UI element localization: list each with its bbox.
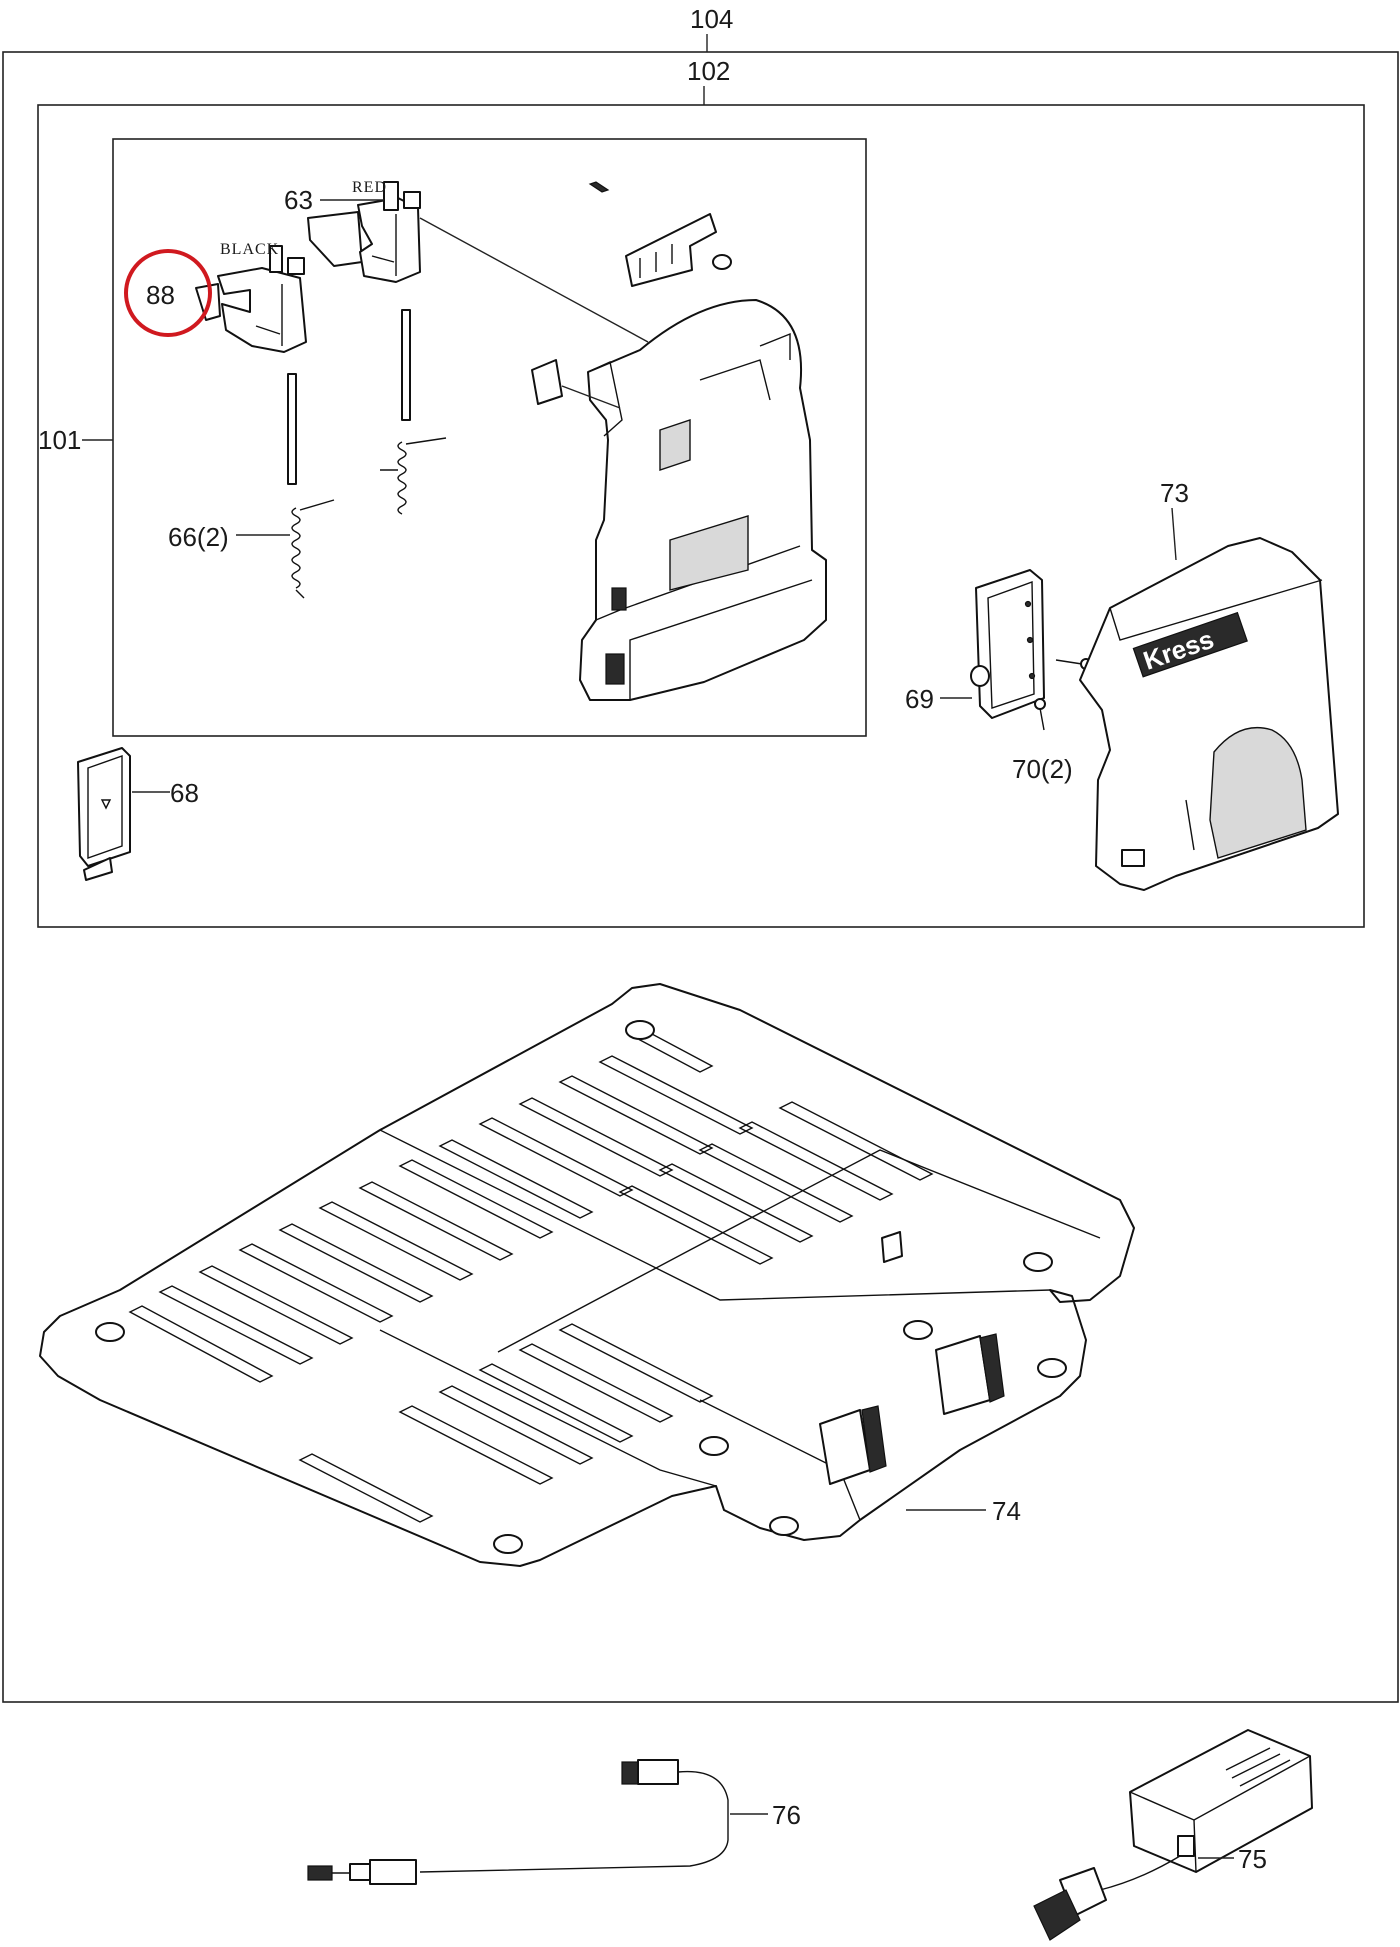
wire-label-red: RED (352, 179, 387, 196)
contact-pin-left (287, 373, 297, 485)
mounting-holes (95, 1020, 1067, 1554)
small-bracket-part (625, 213, 717, 287)
label-68: 68 (170, 778, 199, 808)
part-66-spring-right (380, 437, 447, 515)
part-63-terminal-bracket: 63 RED (284, 179, 421, 283)
label-102: 102 (687, 56, 730, 86)
assembly-frame-104: 104 (2, 4, 1399, 1703)
part-88-terminal-bracket: BLACK 88 (124, 241, 307, 353)
small-cap-part (712, 254, 732, 270)
assembly-frame-102: 102 (37, 56, 1365, 928)
part-66-spring-left: 66(2) (168, 499, 335, 599)
label-75: 75 (1238, 1844, 1267, 1874)
wire-label-black: BLACK (220, 241, 279, 258)
part-75-power-supply: 75 (1033, 1729, 1313, 1941)
label-104: 104 (690, 4, 733, 34)
charging-station-frame (419, 217, 827, 701)
label-76: 76 (772, 1800, 801, 1830)
charging-contacts (819, 1231, 1005, 1485)
label-73: 73 (1160, 478, 1189, 508)
small-screw-part (588, 181, 610, 193)
contact-pin-right (401, 309, 411, 421)
label-74: 74 (992, 1496, 1021, 1526)
label-66: 66(2) (168, 522, 229, 552)
assembly-frame-101: 101 (38, 138, 867, 737)
part-68-cover: 68 (77, 747, 199, 881)
label-69: 69 (905, 684, 934, 714)
label-101: 101 (38, 425, 81, 455)
part-69-circuit-board: 69 (905, 569, 1045, 719)
label-88: 88 (146, 280, 175, 310)
part-73-top-cover: Kress 73 (1079, 478, 1339, 891)
label-70: 70(2) (1012, 754, 1073, 784)
part-74-base-plate: 74 (39, 983, 1135, 1567)
highlight-circle (124, 249, 212, 337)
base-plate-slots (128, 1033, 934, 1523)
label-63: 63 (284, 185, 313, 215)
part-76-extension-cable: 76 (307, 1759, 801, 1885)
